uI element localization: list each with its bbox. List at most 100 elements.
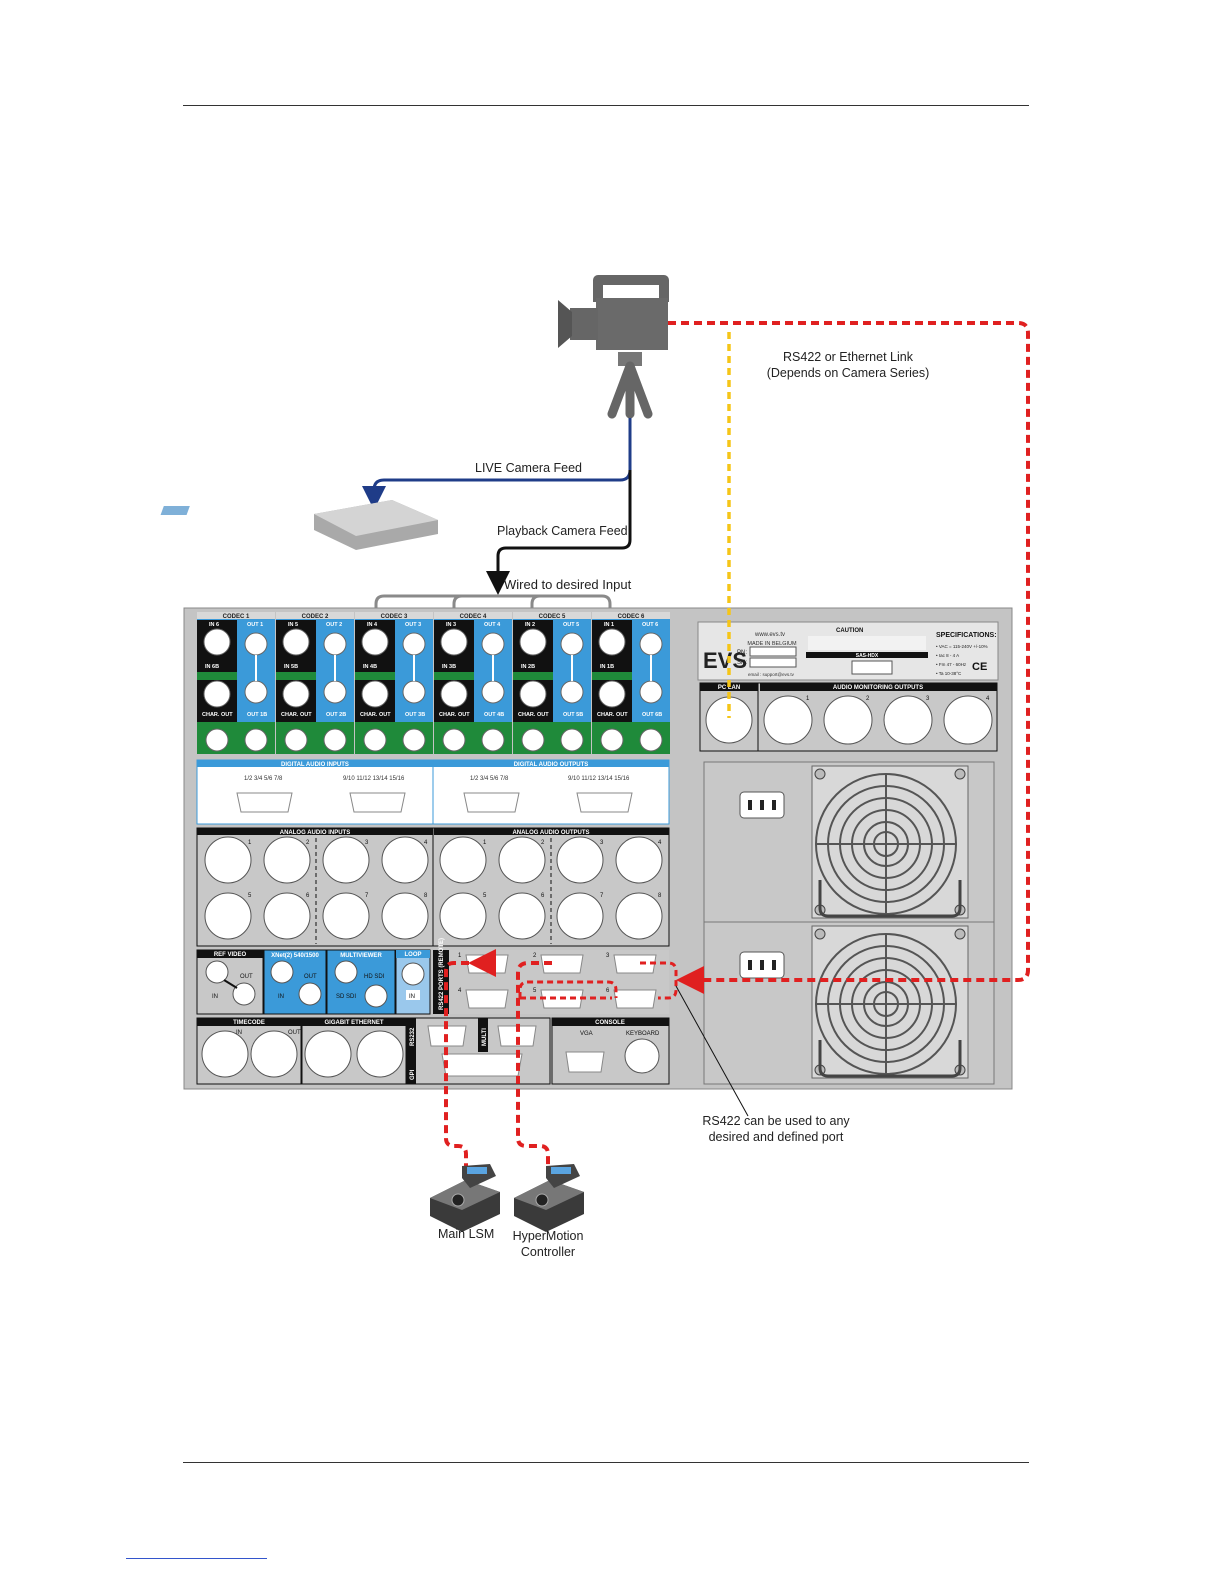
digital-audio-inputs-label: DIGITAL AUDIO INPUTS (281, 762, 349, 768)
xnet-in-label: IN (278, 994, 284, 1000)
hypermotion-controller-icon (514, 1164, 584, 1232)
analog-audio-outputs-label: ANALOG AUDIO OUTPUTS (512, 830, 589, 836)
bnc-input (361, 628, 389, 656)
rs422-ports-label: RS422 PORTS (REMOTE) (439, 938, 445, 1010)
xlr-connector (204, 892, 252, 940)
char-strip (434, 672, 474, 680)
rs422-port (465, 954, 509, 974)
bnc-input (598, 628, 626, 656)
codec-label: CODEC 2 (302, 614, 329, 620)
rs422-any-line1: RS422 can be used to any (702, 1114, 850, 1128)
sdi-output-label: OUT 4 (484, 622, 501, 628)
codec-label: CODEC 4 (460, 614, 487, 620)
sdi-output-label: OUT 5 (563, 622, 579, 628)
iec-pin (772, 960, 776, 970)
codec-header (276, 612, 354, 619)
rs422-port (613, 954, 657, 974)
sdi-input-label: IN 2 (525, 622, 535, 628)
codec-header (355, 612, 433, 619)
header-rule (183, 105, 1029, 106)
timecode-in-label: IN (236, 1030, 242, 1036)
psu-handle (818, 1040, 962, 1078)
xlr-connector (263, 892, 311, 940)
bnc-char-out (598, 680, 626, 708)
codec-label: CODEC 6 (618, 614, 645, 620)
sdi-output-label: OUT 1 (247, 622, 263, 628)
fan-screw (954, 768, 966, 780)
fan-housing (811, 925, 969, 1079)
footnote-link-rule (126, 1558, 267, 1559)
xlr-number: 3 (600, 840, 604, 846)
char-strip (276, 672, 316, 680)
xlr-connector (204, 836, 252, 884)
bnc-output-b (323, 680, 347, 704)
xnet-label: XNet(2) 540/1500 (271, 953, 319, 959)
iec-pin (748, 960, 752, 970)
analog-audio-inputs-label: ANALOG AUDIO INPUTS (280, 830, 350, 836)
sdi-input-label: IN 4 (367, 622, 378, 628)
sdi-input-label: IN 1 (604, 622, 614, 628)
live-camera-feed-label: LIVE Camera Feed (475, 461, 582, 475)
bnc-ref-a (521, 728, 545, 752)
fan-screw (954, 928, 966, 940)
codec-label: CODEC 1 (223, 614, 250, 620)
rs422-port (613, 989, 657, 1009)
bnc-ref-a (363, 728, 387, 752)
char-strip (592, 672, 632, 680)
bnc-char-out (440, 680, 468, 708)
bnc-output (402, 632, 426, 656)
xlr-connector (322, 892, 370, 940)
bnc-ref-b (323, 728, 347, 752)
digital-audio-pairs-out-b: 9/10 11/12 13/14 15/16 (568, 776, 630, 782)
digital-audio-pairs-in-a: 1/2 3/4 5/6 7/8 (244, 776, 283, 782)
char-out-label: CHAR. OUT (281, 712, 312, 718)
loop-in-label: IN (409, 994, 415, 1000)
char-strip (197, 672, 237, 680)
specification-lines: • VAC = 115-240V +/-10%• Iac 8 - 4 A• Fm… (936, 644, 988, 676)
bnc-output (323, 632, 347, 656)
wired-input-label: Wired to desired Input (504, 577, 632, 592)
xlr-connector (381, 836, 429, 884)
hypermotion-line1: HyperMotion (512, 1229, 584, 1243)
specifications-title: SPECIFICATIONS: (936, 632, 997, 639)
char-strip (513, 672, 553, 680)
bnc-ref-a (284, 728, 308, 752)
xlr-connector (615, 892, 663, 940)
hypermotion-line2: Controller (520, 1245, 576, 1259)
fan-housing (811, 765, 969, 919)
sdi-input-label: IN 3 (446, 622, 456, 628)
sn-label: SN: (737, 660, 747, 666)
timecode-out-label: OUT (288, 1030, 301, 1036)
fan-screw (814, 768, 826, 780)
bnc-ref-b (402, 728, 426, 752)
playback-camera-feed-label: Playback Camera Feed (497, 524, 628, 538)
xlr-number: 1 (248, 840, 252, 846)
char-out-label: CHAR. OUT (360, 712, 391, 718)
rs422-any-line2: desired and defined port (708, 1130, 844, 1144)
xlr-connector (439, 892, 487, 940)
rs422-ethernet-line1: RS422 or Ethernet Link (783, 350, 913, 364)
sdi-output-label: OUT 6 (642, 622, 658, 628)
bnc-output-b (402, 680, 426, 704)
rs422-port (540, 954, 584, 974)
iec-pin (772, 800, 776, 810)
power-supply-units (703, 761, 995, 1085)
sdi-input-label: IN 6 (209, 622, 219, 628)
rs422-ethernet-caption: RS422 or Ethernet Link (Depends on Camer… (748, 349, 948, 381)
xlr-number: 5 (483, 893, 487, 899)
timecode-label: TIMECODE (233, 1020, 265, 1026)
iec-pin (760, 960, 764, 970)
ref-out-label: OUT (240, 974, 253, 980)
xlr-connector (615, 836, 663, 884)
xlr-number: 4 (424, 840, 428, 846)
digital-audio-outputs-label: DIGITAL AUDIO OUTPUTS (514, 762, 589, 768)
digital-audio-pairs-in-b: 9/10 11/12 13/14 15/16 (343, 776, 405, 782)
input-b-label: IN 1B (600, 664, 614, 670)
bnc-ref-a (442, 728, 466, 752)
ce-mark: CE (972, 661, 987, 673)
xlr-number: 1 (483, 840, 487, 846)
rs422-port-number: 6 (606, 988, 610, 994)
bnc-input (440, 628, 468, 656)
